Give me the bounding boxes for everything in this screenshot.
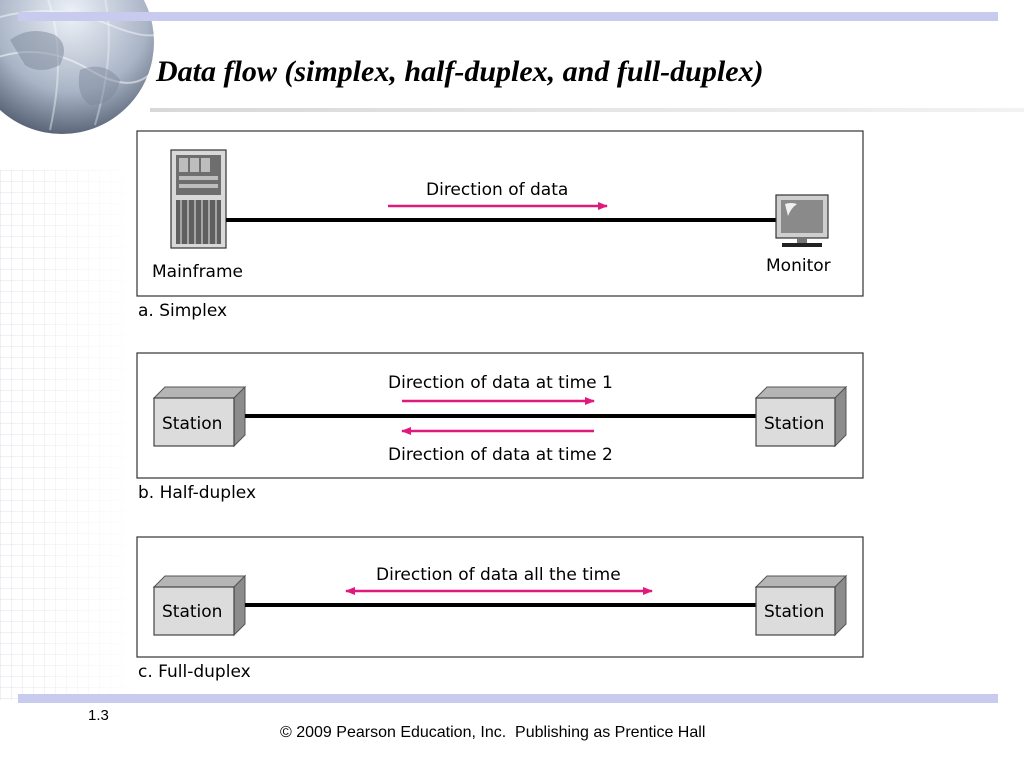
mainframe-label: Mainframe bbox=[152, 262, 243, 282]
station-icon bbox=[152, 574, 247, 637]
half-duplex-left-station-label: Station bbox=[162, 414, 222, 434]
full-duplex-panel: Station Station Direction of data all th… bbox=[136, 536, 864, 658]
half-duplex-caption: b. Half-duplex bbox=[138, 483, 256, 503]
full-duplex-arrow-label: Direction of data all the time bbox=[376, 565, 621, 585]
half-duplex-panel: Station Station Direction of data at tim… bbox=[136, 352, 864, 479]
simplex-arrow-label: Direction of data bbox=[426, 180, 568, 200]
simplex-frame bbox=[136, 130, 864, 297]
grid-decoration bbox=[0, 170, 140, 700]
station-icon bbox=[754, 385, 848, 448]
monitor-icon bbox=[775, 194, 829, 247]
slide-title: Data flow (simplex, half-duplex, and ful… bbox=[156, 55, 764, 88]
simplex-caption: a. Simplex bbox=[138, 301, 227, 321]
simplex-panel: Mainframe Monitor Direction of data bbox=[136, 130, 864, 297]
half-duplex-arrow-label-bottom: Direction of data at time 2 bbox=[388, 445, 613, 465]
top-accent-band bbox=[18, 12, 998, 21]
data-flow-diagram: Mainframe Monitor Direction of data a. S… bbox=[136, 130, 864, 682]
globe-icon bbox=[0, 0, 170, 134]
mainframe-icon bbox=[170, 149, 227, 249]
half-duplex-right-station-label: Station bbox=[764, 414, 824, 434]
full-duplex-left-station-label: Station bbox=[162, 602, 222, 622]
station-icon bbox=[152, 385, 247, 448]
bottom-accent-band bbox=[18, 694, 998, 703]
monitor-label: Monitor bbox=[766, 256, 831, 276]
slide-number: 1.3 bbox=[88, 707, 109, 724]
copyright-footer: © 2009 Pearson Education, Inc. Publishin… bbox=[280, 724, 706, 741]
half-duplex-arrow-label-top: Direction of data at time 1 bbox=[388, 373, 613, 393]
station-icon bbox=[754, 574, 848, 637]
full-duplex-frame bbox=[136, 536, 864, 658]
full-duplex-right-station-label: Station bbox=[764, 602, 824, 622]
full-duplex-caption: c. Full-duplex bbox=[138, 662, 251, 682]
title-rule bbox=[150, 108, 1024, 112]
